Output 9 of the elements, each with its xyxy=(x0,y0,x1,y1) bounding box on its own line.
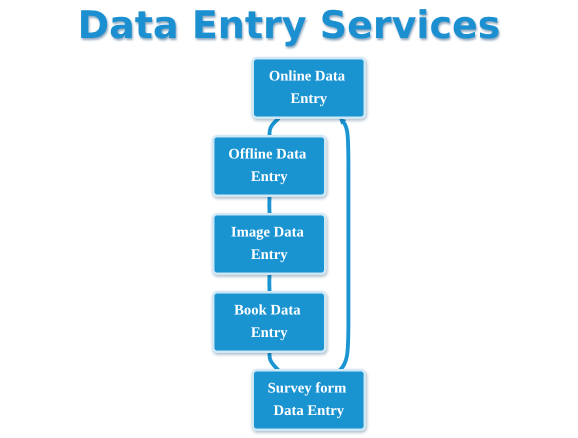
process-box: Offline Data Entry xyxy=(212,135,326,197)
connector-line xyxy=(267,196,272,215)
connector-line xyxy=(268,116,280,137)
title: Data Entry Services xyxy=(78,2,500,48)
process-box: Image Data Entry xyxy=(212,213,326,275)
process-box: Survey form Data Entry xyxy=(252,369,366,431)
process-box: Book Data Entry xyxy=(212,291,326,353)
process-box: Online Data Entry xyxy=(252,57,366,119)
connector-line xyxy=(267,274,272,293)
